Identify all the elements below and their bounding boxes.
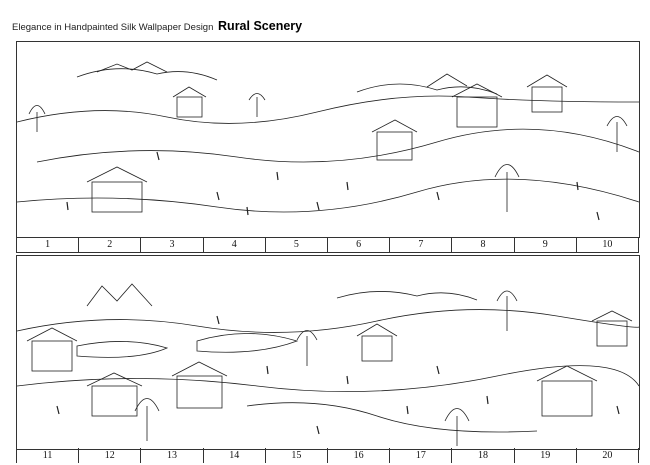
house-icon [86,166,148,213]
house-icon [172,86,207,118]
section-label: 19 [513,448,576,463]
scroll-panel-top [16,41,640,238]
house-icon [536,365,598,417]
landscape-drawing-bottom [17,283,639,446]
scroll-index-bottom: 11 12 13 14 15 16 17 18 19 20 [16,448,640,463]
section-label: 16 [327,448,389,463]
house-icon [171,361,228,409]
section-label: 15 [264,448,327,463]
section-label: 1 [16,237,78,252]
section-label: 17 [389,448,451,463]
landscape-drawing-top [17,61,639,221]
section-label: 14 [202,448,265,463]
section-label: 9 [513,237,576,252]
house-icon [451,83,503,128]
section-label: 12 [78,448,140,463]
tree-icon [134,290,518,446]
section-label: 8 [451,237,513,252]
tree-icon [28,93,628,212]
scroll-index-top: 1 2 3 4 5 6 7 8 9 10 [16,237,640,253]
house-icon [26,327,78,372]
house-icon [356,323,398,362]
page-title: Elegance in Handpainted Silk Wallpaper D… [12,19,302,33]
subtitle: Elegance in Handpainted Silk Wallpaper D… [12,22,214,33]
section-label: 7 [389,237,451,252]
house-icon [591,310,633,347]
section-label: 2 [78,237,140,252]
figures [66,151,600,221]
house-icon [86,372,143,417]
section-label: 6 [327,237,389,252]
section-label: 20 [575,448,640,463]
figures [56,315,620,435]
section-label: 10 [575,237,640,252]
title: Rural Scenery [218,19,303,33]
house-icon [526,74,568,113]
section-label: 11 [16,448,78,463]
scroll-panel-bottom [16,255,640,450]
house-icon [371,119,418,161]
section-label: 3 [140,237,202,252]
section-label: 18 [451,448,513,463]
section-label: 13 [140,448,202,463]
section-label: 4 [202,237,265,252]
section-label: 5 [264,237,327,252]
